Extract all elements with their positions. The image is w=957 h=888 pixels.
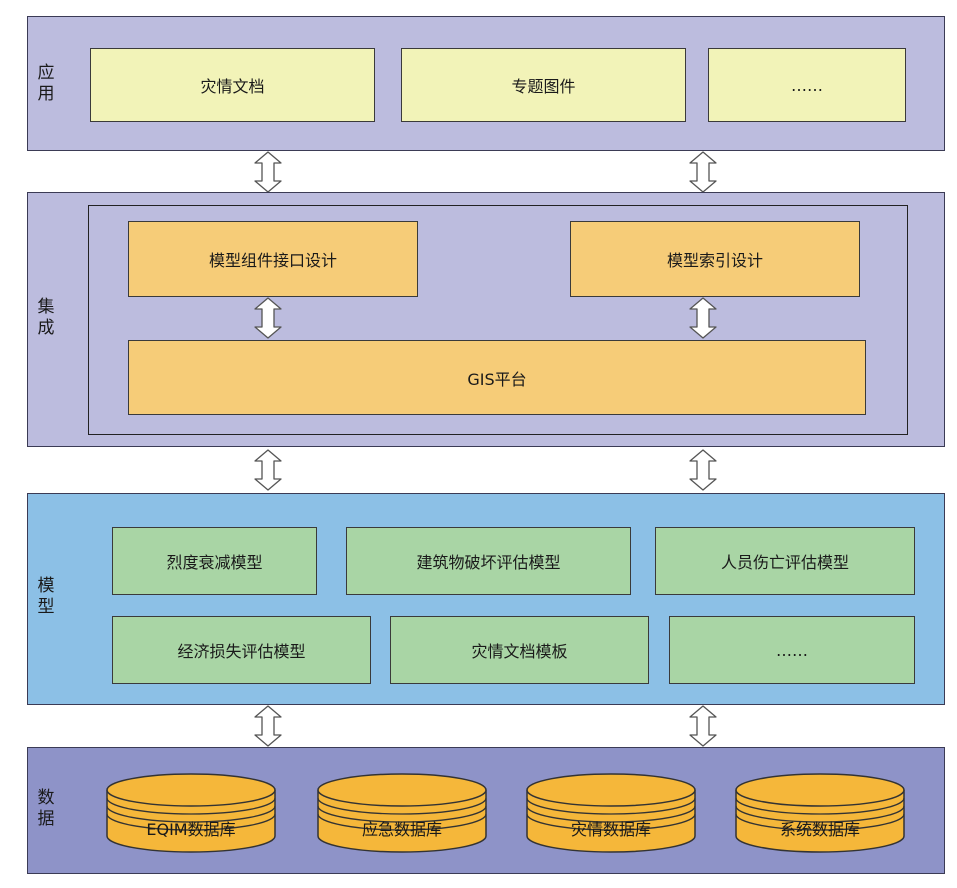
model-layer: 模型 烈度衰减模型 建筑物破坏评估模型 人员伤亡评估模型 经济损失评估模型 灾情… [27, 493, 945, 705]
database-system[interactable]: 系统数据库 [734, 770, 906, 854]
database-icon [105, 770, 277, 854]
double-arrow-icon [688, 297, 718, 339]
data-layer: 数据 EQIM数据库 应急数据库 灾情数据库 系统数据库 [27, 747, 945, 874]
gis-platform-box[interactable]: GIS平台 [128, 340, 866, 415]
model-component-interface-box[interactable]: 模型组件接口设计 [128, 221, 418, 297]
model-item-disaster-doc-template[interactable]: 灾情文档模板 [390, 616, 649, 684]
database-eqim[interactable]: EQIM数据库 [105, 770, 277, 854]
application-item-label: …… [791, 75, 823, 95]
model-component-interface-label: 模型组件接口设计 [208, 251, 337, 270]
model-item-label: 建筑物破坏评估模型 [416, 553, 561, 572]
model-layer-label: 模型 [37, 576, 55, 617]
database-label: 系统数据库 [779, 820, 860, 839]
database-disaster[interactable]: 灾情数据库 [525, 770, 697, 854]
double-arrow-icon [688, 151, 718, 193]
database-label: 灾情数据库 [570, 820, 651, 839]
application-layer: 应用 灾情文档 专题图件 …… [27, 16, 945, 151]
database-icon [734, 770, 906, 854]
application-item-label: 灾情文档 [200, 77, 265, 96]
database-label: 应急数据库 [361, 820, 442, 839]
application-item-more[interactable]: …… [708, 48, 906, 122]
integration-layer: 集成 模型组件接口设计 模型索引设计 GIS平台 [27, 192, 945, 447]
model-item-building-damage[interactable]: 建筑物破坏评估模型 [346, 527, 631, 595]
data-layer-label: 数据 [37, 788, 55, 829]
application-item-label: 专题图件 [511, 77, 576, 96]
integration-frame [88, 205, 908, 435]
gis-platform-label: GIS平台 [467, 369, 527, 389]
model-item-label: 灾情文档模板 [471, 642, 568, 661]
double-arrow-icon [253, 449, 283, 491]
database-label: EQIM数据库 [146, 820, 236, 839]
database-emergency[interactable]: 应急数据库 [316, 770, 488, 854]
application-item-disaster-docs[interactable]: 灾情文档 [90, 48, 375, 122]
model-item-economic-loss[interactable]: 经济损失评估模型 [112, 616, 371, 684]
double-arrow-icon [253, 151, 283, 193]
model-item-label: 人员伤亡评估模型 [720, 553, 849, 572]
double-arrow-icon [688, 705, 718, 747]
model-item-label: 烈度衰减模型 [166, 553, 263, 572]
application-layer-label: 应用 [37, 63, 55, 104]
model-index-design-label: 模型索引设计 [666, 251, 763, 270]
model-item-label: 经济损失评估模型 [177, 642, 306, 661]
double-arrow-icon [688, 449, 718, 491]
integration-layer-label: 集成 [37, 297, 55, 338]
double-arrow-icon [253, 297, 283, 339]
model-item-label: …… [776, 640, 808, 660]
database-icon [316, 770, 488, 854]
model-index-design-box[interactable]: 模型索引设计 [570, 221, 860, 297]
double-arrow-icon [253, 705, 283, 747]
database-icon [525, 770, 697, 854]
model-item-casualty[interactable]: 人员伤亡评估模型 [655, 527, 915, 595]
model-item-more[interactable]: …… [669, 616, 915, 684]
model-item-intensity-attenuation[interactable]: 烈度衰减模型 [112, 527, 317, 595]
application-item-thematic-maps[interactable]: 专题图件 [401, 48, 686, 122]
